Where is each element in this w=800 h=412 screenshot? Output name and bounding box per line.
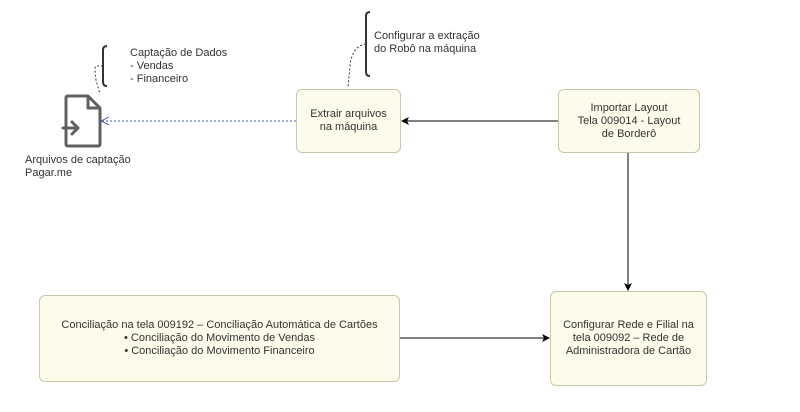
captacao-note-line: - Financeiro [130,73,189,85]
node-configurar-line: Administradora de Cartão [565,345,692,357]
robo-note-line: do Robô na máquina [374,43,477,55]
captacao-note-line: Captação de Dados [130,47,228,59]
node-configurar-line: Configurar Rede e Filial na [563,319,694,331]
captacao-note: Captação de Dados - Vendas - Financeiro [130,47,227,86]
node-conciliacao-line: Conciliação na tela 009192 – Conciliação… [61,319,378,331]
node-importar-line: de Borderô [601,127,657,140]
node-extrair-line: na máquina [319,121,378,133]
node-configurar-rede[interactable]: Configurar Rede e Filial na tela 009092 … [550,291,707,386]
arquivos-caption-line: Pagar.me [25,167,73,179]
robo-note-line: Configurar a extração [374,30,480,42]
node-conciliacao[interactable]: Conciliação na tela 009192 – Conciliação… [39,295,400,382]
captacao-note-connector [94,65,103,95]
node-importar-line: Tela 009014 - Layout [577,114,681,127]
robo-note-connector [347,43,367,89]
file-import-icon[interactable] [61,94,102,148]
node-importar-line: Importar Layout [590,101,668,114]
node-conciliacao-line: • Conciliação do Movimento de Vendas [124,332,315,344]
captacao-note-line: - Vendas [130,60,174,72]
node-extrair-arquivos[interactable]: Extrair arquivos na máquina [296,89,401,153]
node-extrair-line: Extrair arquivos [310,108,387,120]
node-configurar-line: tela 009092 – Rede de [572,332,685,344]
robo-note-brace [365,11,371,77]
node-conciliacao-line: • Conciliação do Movimento Financeiro [124,345,315,357]
node-importar-layout[interactable]: Importar Layout Tela 009014 - Layout de … [558,89,700,153]
arquivos-caption: Arquivos de captação Pagar.me [25,154,131,180]
arquivos-caption-line: Arquivos de captação [25,154,131,166]
robo-note: Configurar a extração do Robô na máquina [374,30,480,56]
captacao-note-brace [102,45,108,87]
